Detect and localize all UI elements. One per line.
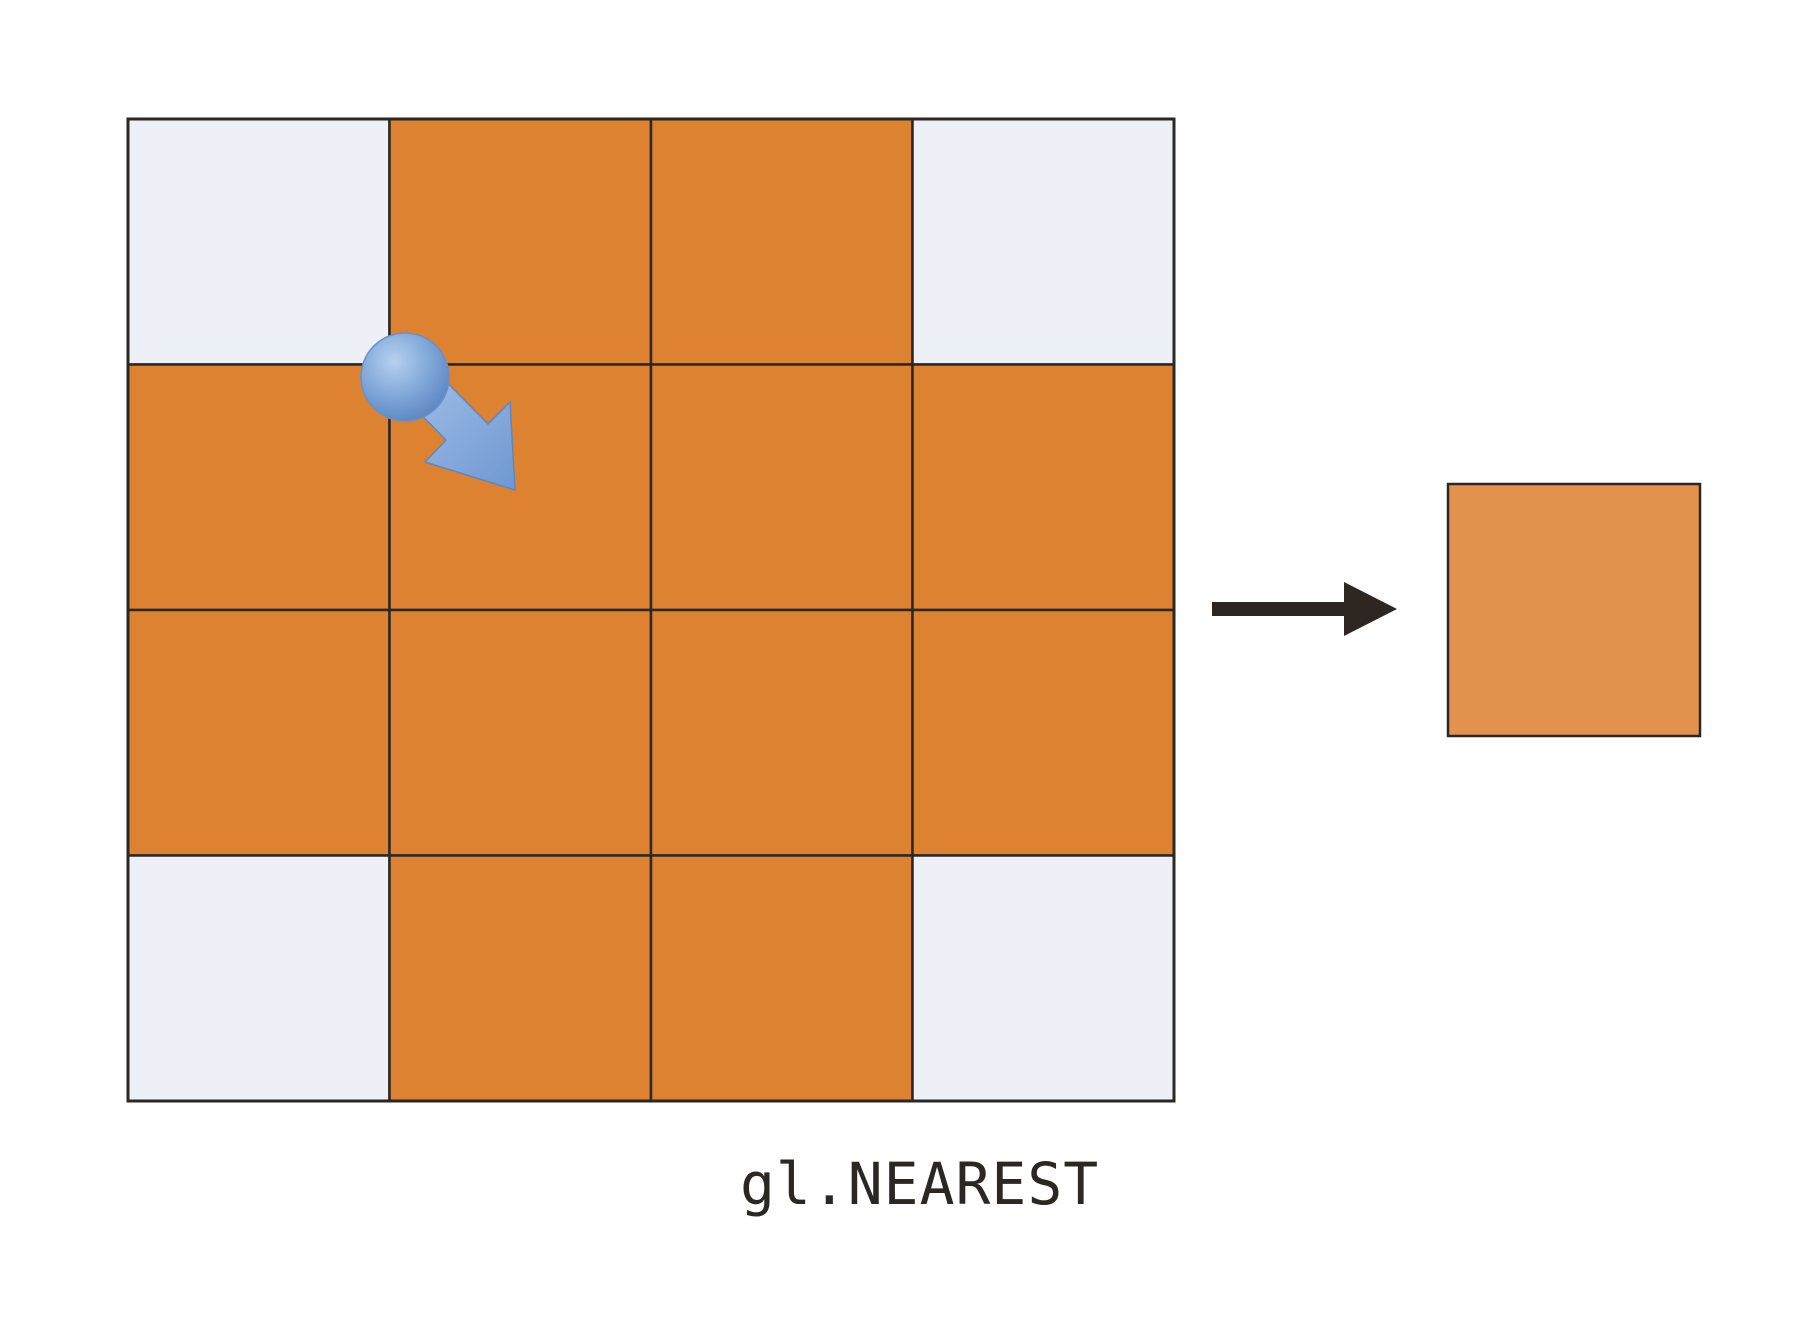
texel-cell-2-2 xyxy=(649,608,914,857)
texel-cell-3-3 xyxy=(911,854,1176,1103)
texel-cell-1-0 xyxy=(126,363,391,612)
texel-cell-0-0 xyxy=(126,117,391,366)
texel-cell-0-2 xyxy=(649,117,914,366)
texel-cell-0-3 xyxy=(911,117,1176,366)
sampled-texel xyxy=(1446,482,1702,738)
texel-grid xyxy=(126,117,1176,1103)
texel-cell-0-1 xyxy=(388,117,653,366)
filter-mode-label: gl.NEAREST xyxy=(740,1150,1100,1218)
texel-cell-3-2 xyxy=(649,854,914,1103)
texel-cell-2-3 xyxy=(911,608,1176,857)
texel-cell-1-3 xyxy=(911,363,1176,612)
texel-cell-3-0 xyxy=(126,854,391,1103)
texel-cell-3-1 xyxy=(388,854,653,1103)
texel-cell-2-0 xyxy=(126,608,391,857)
texel-cell-1-2 xyxy=(649,363,914,612)
texel-cell-2-1 xyxy=(388,608,653,857)
right-arrow-icon xyxy=(1212,582,1397,636)
sample-point-icon xyxy=(360,332,516,491)
grid-border xyxy=(126,117,1176,1103)
